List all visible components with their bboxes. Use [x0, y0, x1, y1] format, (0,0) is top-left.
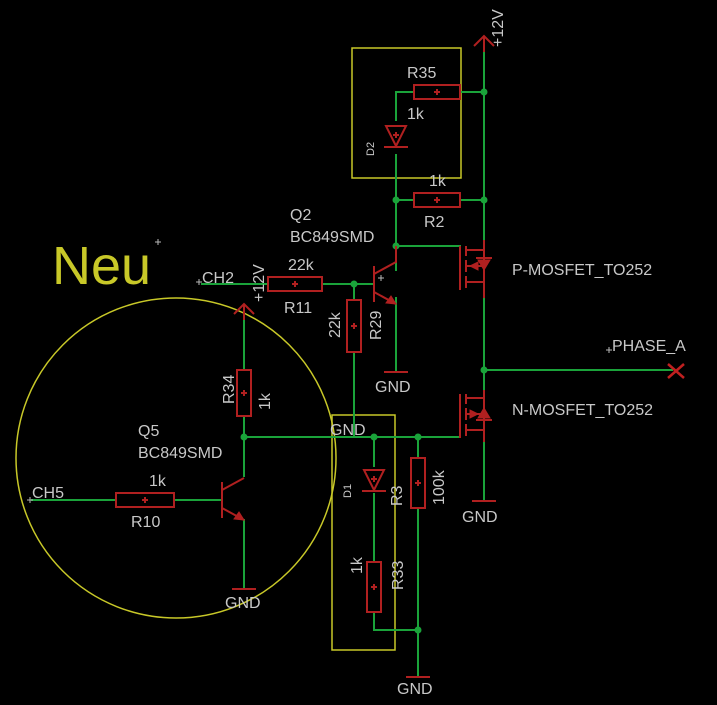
- r2-name: R2: [424, 214, 445, 231]
- r34-resistor: [236, 369, 252, 417]
- r10-value: 1k: [149, 473, 167, 490]
- r2-resistor: [413, 192, 461, 208]
- r3-value: 100k: [431, 469, 448, 505]
- r11-name: R11: [284, 300, 312, 317]
- junctions: [240, 88, 488, 634]
- r10-name: R10: [131, 514, 160, 531]
- supply-12v-ch2-label: +12V: [251, 264, 268, 302]
- supply-12v-ch2-symbol: [233, 302, 255, 320]
- ch5-label: CH5: [32, 485, 64, 502]
- gnd-q2-label: GND: [375, 379, 411, 396]
- r3-resistor: [410, 457, 426, 509]
- r2-value: 1k: [429, 173, 447, 190]
- q5-value: BC849SMD: [138, 445, 222, 462]
- ch5-origin-mark: [27, 497, 33, 503]
- pmos-name: P-MOSFET_TO252: [512, 262, 652, 279]
- neu-origin-mark: [155, 239, 161, 245]
- r33-value: 1k: [349, 556, 366, 574]
- q2-transistor: [373, 246, 397, 305]
- r11-resistor: [267, 276, 323, 292]
- q2-origin-mark: [378, 275, 384, 281]
- gnd-q5-label: GND: [225, 595, 261, 612]
- phase-a-origin-mark: [606, 347, 612, 353]
- phase-a-port-cross-icon: [667, 363, 685, 379]
- nmos-name: N-MOSFET_TO252: [512, 402, 653, 419]
- nmos-transistor: [459, 390, 492, 442]
- r11-value: 22k: [288, 257, 315, 274]
- gnd-nmos-label: GND: [462, 509, 498, 526]
- d1-name: D1: [342, 484, 354, 498]
- q2-value: BC849SMD: [290, 229, 374, 246]
- r29-name: R29: [368, 311, 385, 340]
- d2-r35-frame: [351, 47, 462, 179]
- r29-value: 22k: [327, 311, 344, 338]
- r29-resistor: [346, 299, 362, 353]
- r3-name: R3: [389, 485, 406, 506]
- r10-resistor: [115, 492, 175, 508]
- d1-r33-frame: [331, 414, 396, 651]
- neu-label: Neu: [52, 236, 151, 296]
- d2-diode: [384, 125, 408, 149]
- supply-12v-top-label: +12V: [490, 9, 507, 47]
- pmos-transistor: [459, 240, 492, 298]
- q5-name: Q5: [138, 423, 159, 440]
- r35-value: 1k: [407, 106, 425, 123]
- r33-resistor: [366, 561, 382, 613]
- r34-name: R34: [221, 375, 238, 404]
- q2-name: Q2: [290, 207, 311, 224]
- ch2-label: CH2: [202, 270, 234, 287]
- d1-diode: [362, 469, 386, 493]
- gnd-bottom-label: GND: [397, 681, 433, 698]
- q5-transistor: [221, 477, 245, 521]
- gnd-mid-label: GND: [330, 422, 366, 439]
- r34-value: 1k: [257, 392, 274, 410]
- d2-name: D2: [365, 142, 377, 156]
- supply-12v-top-symbol: [473, 34, 495, 52]
- ch2-origin-mark: [196, 279, 202, 285]
- r35-name: R35: [407, 65, 436, 82]
- r35-resistor: [413, 84, 461, 100]
- wires: [31, 49, 673, 677]
- r33-name: R33: [390, 561, 407, 590]
- phase-a-label: PHASE_A: [612, 338, 686, 355]
- neu-circle: [15, 297, 337, 619]
